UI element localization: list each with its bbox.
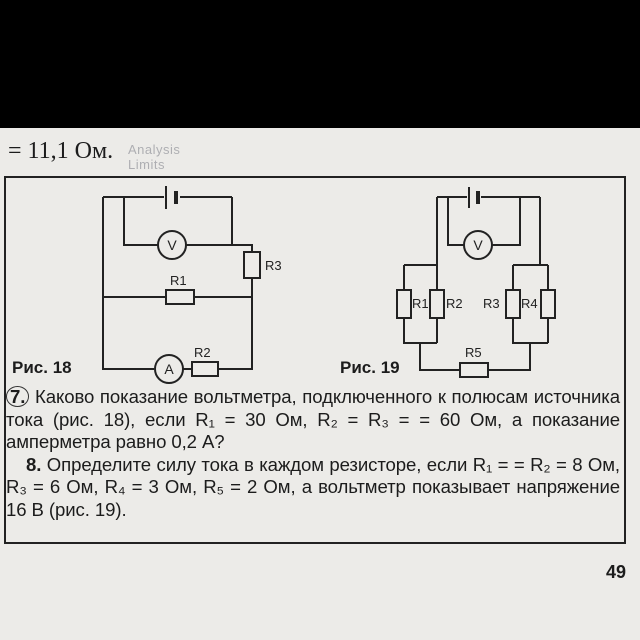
fig19-right-top-wire: [512, 264, 549, 290]
fig19-r3-label: R3: [483, 296, 500, 311]
fig19-r4-label: R4: [521, 296, 538, 311]
problem-8: 8. Определите силу тока в каждом резисто…: [6, 454, 620, 522]
fig18-left-wire: [102, 197, 154, 370]
problem-7: 7. Каково показание вольтметра, подключе…: [6, 386, 620, 454]
fig18-voltmeter-label: V: [167, 237, 177, 253]
fig18-voltmeter: [157, 230, 187, 260]
bleed-through-text: Analysis Limits: [128, 142, 181, 172]
fig19-right-bottom-wire: [512, 318, 549, 344]
fig18-r3-down-wire: [218, 278, 253, 370]
fig19-circuit: [396, 187, 556, 378]
fig19-caption: Рис. 19: [340, 358, 400, 377]
fig18-ammeter-label: A: [164, 361, 174, 377]
fig18-voltmeter-wire: [123, 197, 232, 246]
fig19-r5: [459, 362, 489, 378]
fig18-r1-label: R1: [170, 273, 187, 288]
previous-answer: = 11,1 Ом.: [8, 138, 114, 164]
fig18-r2-label: R2: [194, 345, 211, 360]
fig19-left-bottom-wire: [403, 318, 438, 344]
previous-answer-line: = 11,1 Ом. Analysis Limits: [8, 138, 180, 172]
fig19-voltmeter: [463, 230, 493, 260]
problem-7-number: 7.: [6, 386, 30, 407]
book-page: [0, 128, 640, 640]
fig19-r3: [505, 289, 521, 319]
fig18-r2: [191, 361, 219, 377]
problem-frame: [4, 176, 626, 544]
fig18-right-wire: [231, 197, 253, 252]
fig18-r3: [243, 251, 261, 279]
problem-8-number: 8.: [26, 453, 42, 475]
problem-8-text: Определите силу тока в каждом резисторе,…: [6, 453, 620, 520]
fig19-voltmeter-label: V: [473, 237, 483, 253]
fig19-voltmeter-wire: [447, 197, 521, 246]
fig18-circuit: [102, 186, 261, 384]
page-number: 49: [606, 562, 627, 582]
fig19-r2-label: R2: [446, 296, 463, 311]
problems-text: 7. Каково показание вольтметра, подключе…: [6, 386, 620, 521]
fig19-r2: [429, 289, 445, 319]
fig18-r3-label: R3: [265, 258, 282, 273]
fig19-r1: [396, 289, 412, 319]
fig19-r1-label: R1: [412, 296, 429, 311]
problem-7-text: Каково показание вольтметра, подключенно…: [6, 386, 620, 452]
fig18-r1: [165, 289, 195, 305]
fig19-r4: [540, 289, 556, 319]
fig19-r5-label: R5: [465, 345, 482, 360]
fig19-left-top-wire: [403, 264, 438, 290]
fig19-bottom-wire: [419, 343, 531, 371]
fig19-supply-wires: [436, 197, 541, 265]
fig18-caption: Рис. 18: [12, 358, 72, 377]
